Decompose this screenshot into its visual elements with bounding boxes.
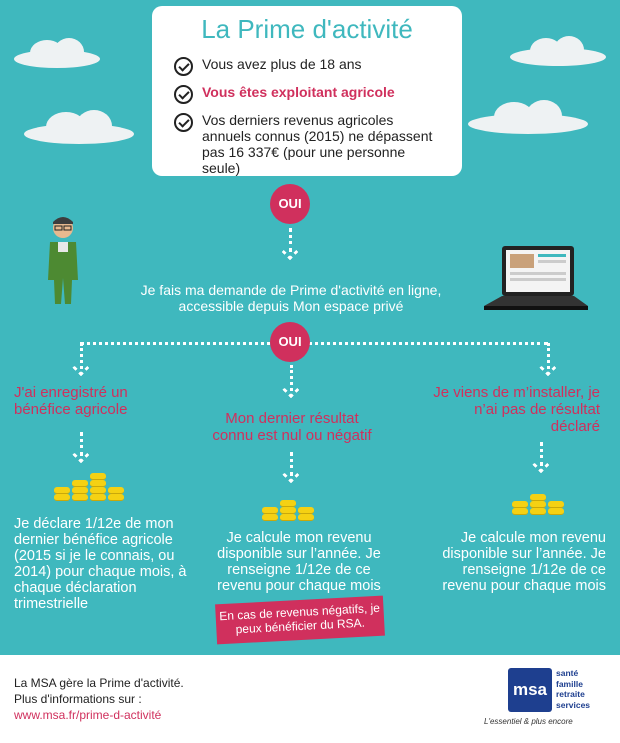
condition-income: Vos derniers revenus agricoles annuels c… <box>174 112 444 176</box>
dotted-arrow-line <box>540 442 543 466</box>
check-circle-icon <box>174 85 193 104</box>
check-circle-icon <box>174 113 193 132</box>
arrow-down-icon <box>72 359 90 377</box>
arrow-down-icon <box>72 446 90 464</box>
arrow-down-icon <box>539 359 557 377</box>
request-text: Je fais ma demande de Prime d'activité e… <box>140 282 442 314</box>
laptop-illustration <box>484 246 588 310</box>
branch-title-2: Mon dernier résultat connu est nul ou né… <box>212 410 372 444</box>
dotted-branch-line <box>80 342 548 345</box>
check-circle-icon <box>174 57 193 76</box>
oui-badge-1: OUI <box>270 184 310 224</box>
oui-badge-2: OUI <box>270 322 310 362</box>
arrow-down-icon <box>282 381 300 399</box>
infographic: La Prime d'activité Vous avez plus de 18… <box>0 0 620 655</box>
dotted-arrow-line <box>290 452 293 476</box>
branch-title-1: J'ai enregistré un bénéfice agricole <box>14 384 128 418</box>
condition-farmer: Vous êtes exploitant agricole <box>174 84 395 104</box>
cloud-right-top <box>510 36 606 66</box>
msa-logo: msa <box>508 668 552 712</box>
coins-icon <box>512 488 568 518</box>
slogan: L'essentiel & plus encore <box>484 717 573 726</box>
logo-text: msa <box>512 680 548 699</box>
footer-line-1: La MSA gère la Prime d'activité. <box>14 676 184 690</box>
dotted-arrow-line <box>290 365 293 391</box>
card-title: La Prime d'activité <box>201 14 413 44</box>
arrow-down-icon <box>532 456 550 474</box>
rsa-note: En cas de revenus négatifs, je peux béné… <box>215 595 385 645</box>
condition-age: Vous avez plus de 18 ans <box>174 56 362 76</box>
cloud-left-bottom <box>24 110 134 144</box>
arrow-down-icon <box>281 243 299 261</box>
dotted-arrow-line <box>547 343 550 369</box>
cloud-left-top <box>14 38 100 68</box>
farmer-illustration <box>48 217 78 304</box>
footer-line-2: Plus d'informations sur : <box>14 692 142 706</box>
arrow-down-icon <box>282 466 300 484</box>
msa-link[interactable]: www.msa.fr/prime-d-activité <box>14 708 162 722</box>
cloud-right-bottom <box>468 100 588 134</box>
branch-body-1: Je déclare 1/12e de mon dernier bénéfice… <box>14 516 187 612</box>
coins-icon <box>54 473 124 504</box>
dotted-arrow-line <box>80 343 83 369</box>
coins-icon <box>262 494 318 524</box>
dotted-arrow-line <box>289 228 292 252</box>
conditions-card: La Prime d'activité Vous avez plus de 18… <box>152 6 462 176</box>
branch-body-3: Je calcule mon revenu disponible sur l’a… <box>442 530 606 594</box>
dotted-arrow-line <box>80 432 83 456</box>
branch-title-3: Je viens de m’installer, je n’ai pas de … <box>433 384 600 435</box>
logo-words: santé famille retraite services <box>556 668 591 710</box>
branch-body-2: Je calcule mon revenu disponible sur l’a… <box>217 530 381 594</box>
